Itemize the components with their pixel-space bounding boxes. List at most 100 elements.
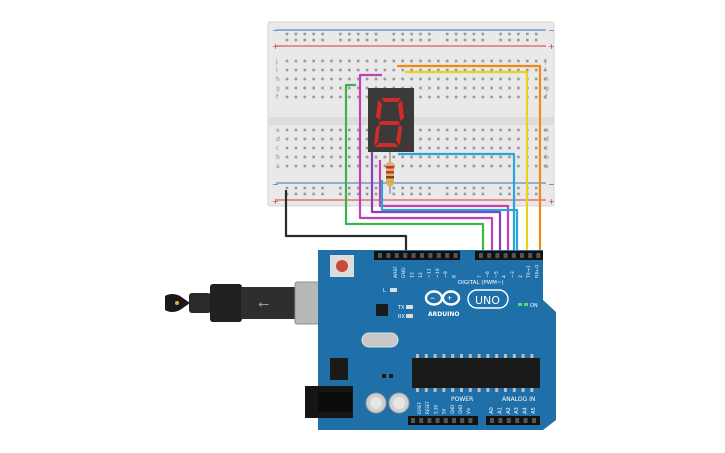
header-pin[interactable] (445, 253, 450, 258)
display-digit: 8 (0, 0, 1, 1)
header-pin[interactable] (528, 253, 533, 258)
header-pin[interactable] (428, 253, 433, 258)
breadboard-hole (454, 164, 458, 168)
header-pin[interactable] (452, 418, 456, 423)
breadboard-hole (321, 146, 324, 150)
row-letter: d (545, 136, 549, 143)
top-plus-label-right: + (548, 42, 555, 51)
breadboard-hole (454, 77, 458, 81)
header-pin[interactable] (495, 253, 500, 258)
row-letter: e (276, 127, 280, 134)
header-pin[interactable] (479, 253, 483, 258)
breadboard-hole (339, 155, 342, 159)
breadboard-hole (445, 146, 449, 150)
header-pin[interactable] (487, 253, 492, 258)
power-pin-label: 3.3V (433, 405, 438, 414)
breadboard-hole (419, 155, 422, 159)
header-pin[interactable] (427, 418, 432, 423)
breadboard-hole (294, 155, 298, 159)
breadboard-hole (437, 59, 440, 63)
breadboard-hole (419, 164, 422, 168)
header-pin[interactable] (419, 418, 424, 423)
breadboard-hole (463, 59, 467, 63)
header-pin[interactable] (436, 253, 441, 258)
header-pin[interactable] (506, 418, 511, 423)
header-pin[interactable] (532, 418, 536, 423)
header-pin[interactable] (394, 253, 399, 258)
breadboard-hole (348, 68, 351, 72)
header-pin[interactable] (411, 253, 416, 258)
breadboard-hole (490, 95, 493, 99)
breadboard-hole (454, 128, 458, 132)
chip-pin (416, 354, 419, 358)
breadboard-hole (321, 128, 324, 132)
breadboard-hole (410, 155, 413, 159)
usb-plug-body (210, 284, 242, 322)
breadboard-hole (543, 95, 547, 99)
breadboard-hole (312, 146, 315, 150)
header-pin[interactable] (453, 253, 458, 258)
breadboard-hole (534, 155, 538, 159)
header-pin-label: 4 (502, 275, 508, 278)
header-pin[interactable] (460, 418, 465, 423)
header-pin[interactable] (503, 253, 508, 258)
rail-hole (481, 32, 485, 36)
breadboard-hole (517, 59, 520, 63)
header-pin[interactable] (420, 253, 424, 258)
rail-hole (321, 32, 324, 36)
breadboard-hole (321, 86, 324, 90)
rail-hole (321, 186, 324, 190)
breadboard-hole (499, 86, 502, 90)
analog-header-strip (486, 416, 540, 425)
breadboard-hole (303, 86, 307, 90)
header-pin[interactable] (536, 253, 541, 258)
rail-hole (419, 32, 422, 36)
breadboard-hole (534, 137, 538, 141)
resistor (386, 152, 394, 194)
power-header-strip (408, 416, 478, 425)
header-pin[interactable] (468, 418, 473, 423)
power-pin-label: Vin (466, 407, 471, 414)
wire-blue-top (398, 152, 516, 253)
rail-hole (481, 192, 485, 196)
analog-pin-label: A2 (506, 407, 512, 414)
header-pin[interactable] (523, 418, 528, 423)
header-pin[interactable] (520, 253, 524, 258)
header-pin-label: AREF (393, 266, 399, 278)
breadboard-hole (437, 164, 440, 168)
wire-purple (370, 152, 502, 253)
header-pin[interactable] (378, 253, 382, 258)
breadboard-hole (330, 77, 333, 81)
header-pin[interactable] (411, 418, 415, 423)
reset-button[interactable] (336, 260, 348, 272)
chip-pin (521, 354, 525, 358)
brand-label: ARDUINO (428, 311, 459, 318)
breadboard-hole (481, 164, 485, 168)
row-letter: b (545, 154, 549, 161)
rail-hole (303, 38, 307, 42)
header-pin[interactable] (490, 418, 494, 423)
header-pin[interactable] (435, 418, 440, 423)
chip-pin (530, 354, 534, 358)
breadboard-hole (294, 128, 298, 132)
breadboard-hole (490, 146, 493, 150)
header-pin[interactable] (515, 418, 520, 423)
analog-pin-label: A4 (523, 406, 529, 414)
breadboard-hole (285, 128, 289, 132)
header-pin[interactable] (498, 418, 503, 423)
breadboard-hole (285, 59, 289, 63)
breadboard-hole (356, 128, 360, 132)
top-minus-label: − (272, 26, 279, 35)
rail-hole (481, 38, 485, 42)
breadboard-hole (481, 77, 485, 81)
segment-a (381, 98, 401, 102)
header-pin[interactable] (386, 253, 391, 258)
header-pin[interactable] (403, 253, 408, 258)
rail-hole (463, 38, 467, 42)
rail-hole (285, 186, 289, 190)
breadboard-hole (463, 95, 467, 99)
header-pin[interactable] (443, 418, 448, 423)
header-pin[interactable] (511, 253, 516, 258)
breadboard-hole (481, 68, 485, 72)
